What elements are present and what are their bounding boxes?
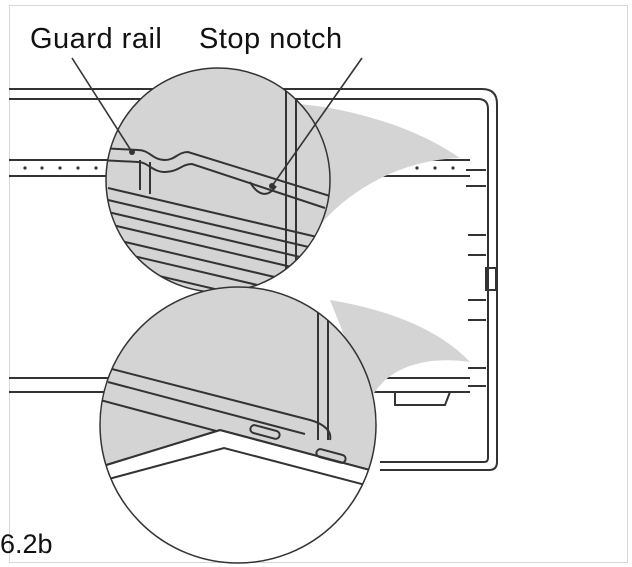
- stop-notch-leader: [271, 57, 363, 187]
- guard-rail-pointer: [129, 149, 135, 155]
- stop-notch-pointer: [269, 183, 275, 189]
- guard-rail-leader: [71, 57, 133, 153]
- magnifier-bottom: [99, 286, 470, 564]
- leader-lines: [71, 57, 363, 187]
- figure-frame: [9, 5, 628, 563]
- figure-number: 6.2b: [0, 529, 53, 559]
- guard-rail-label: Guard rail: [30, 23, 163, 55]
- oven-cavity: [9, 88, 498, 471]
- stop-notch-label: Stop notch: [199, 23, 343, 55]
- magnifier-top: [105, 67, 460, 293]
